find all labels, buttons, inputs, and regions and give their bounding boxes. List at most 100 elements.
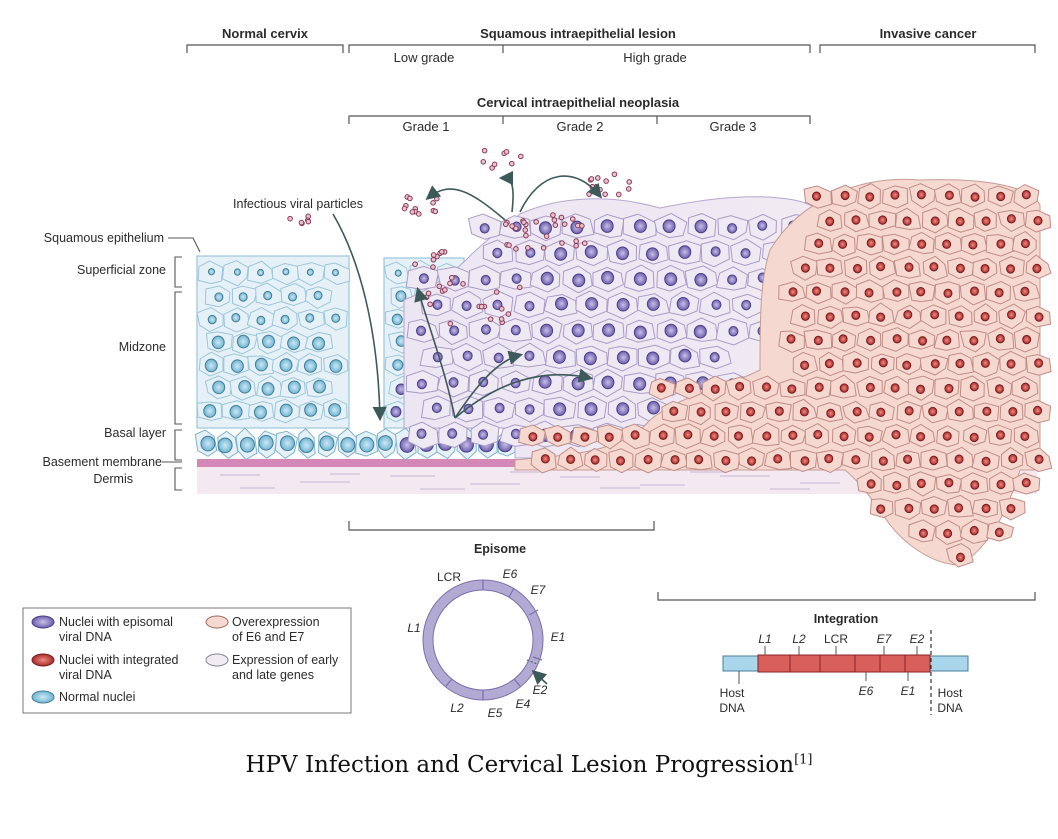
cancer-nucleus: [892, 334, 902, 344]
cancer-nucleus: [929, 262, 939, 272]
lesion-nucleus: [664, 323, 678, 338]
cancer-nucleus: [1006, 359, 1016, 369]
integration-l2: L2: [792, 632, 806, 646]
cancer-nucleus: [684, 383, 694, 394]
normal-nucleus: [214, 292, 224, 302]
cancer-nucleus: [643, 454, 653, 465]
cancer-nucleus: [866, 479, 876, 489]
cancer-nucleus: [930, 309, 940, 320]
normal-nucleus: [306, 268, 314, 276]
lesion-nucleus: [416, 325, 427, 337]
normal-nucleus: [390, 406, 402, 418]
lesion-nucleus: [461, 300, 472, 312]
cancer-nucleus: [851, 215, 861, 225]
cancer-nucleus: [876, 261, 886, 272]
integration-e1: E1: [901, 684, 916, 698]
cancer-nucleus: [902, 360, 912, 371]
viral-particle: [442, 287, 448, 293]
legend-integrated-2: viral DNA: [59, 668, 112, 682]
lesion-nucleus: [585, 297, 599, 311]
stage-brackets: [186, 44, 1036, 124]
integration-lcr: LCR: [824, 632, 848, 646]
legend: [22, 607, 352, 714]
viral-particle: [518, 153, 524, 160]
cancer-nucleus: [878, 215, 888, 225]
cancer-nucleus: [1007, 310, 1017, 320]
viral-particle: [509, 223, 515, 229]
cancer-nucleus: [840, 287, 850, 297]
viral-particle: [625, 186, 632, 192]
lesion-nucleus: [711, 299, 722, 310]
cancer-nucleus: [944, 190, 954, 201]
cancer-nucleus: [904, 262, 914, 272]
viral-particle: [581, 240, 588, 246]
normal-nucleus: [238, 379, 252, 394]
lesion-nucleus: [552, 350, 566, 364]
cancer-nucleus: [995, 430, 1005, 440]
cancer-nucleus: [969, 336, 979, 346]
viral-particle: [409, 209, 416, 215]
viral-particle: [573, 238, 579, 244]
cancer-nucleus: [580, 432, 590, 442]
lesion-nucleus: [583, 351, 597, 366]
cancer-nucleus: [892, 287, 902, 297]
cancer-nucleus: [852, 358, 862, 368]
cancer-nucleus: [878, 357, 888, 368]
integration-e6: E6: [859, 684, 874, 698]
integration-l1: L1: [758, 632, 771, 646]
cancer-nucleus: [903, 310, 913, 320]
cancer-nucleus: [904, 406, 914, 416]
viral-particle: [430, 252, 437, 258]
cin-grade1-label: Grade 1: [403, 119, 450, 134]
viral-particle: [579, 223, 585, 229]
lesion-nucleus: [478, 429, 489, 440]
cancer-nucleus: [916, 286, 926, 297]
normal-nucleus: [203, 404, 217, 418]
cancer-nucleus: [813, 429, 823, 440]
low-grade-label: Low grade: [394, 50, 455, 65]
lesion-nucleus: [740, 248, 751, 259]
viral-particle: [430, 264, 436, 270]
cancer-nucleus: [943, 528, 953, 539]
host-dna-right-2: DNA: [937, 701, 962, 715]
cancer-nucleus: [968, 240, 978, 250]
episome-l2: L2: [450, 701, 464, 715]
cancer-nucleus: [980, 358, 990, 368]
cancer-nucleus: [656, 383, 666, 393]
cancer-nucleus: [839, 431, 849, 442]
cancer-nucleus: [1008, 453, 1018, 464]
lesion-nucleus: [694, 273, 708, 287]
lesion-nucleus: [462, 350, 473, 362]
normal-nucleus: [262, 334, 276, 349]
cancer-nucleus: [930, 216, 940, 226]
integration-bracket: [657, 592, 1036, 601]
basal-nucleus: [298, 437, 314, 454]
cancer-nucleus: [890, 239, 900, 249]
cancer-nucleus: [996, 239, 1006, 249]
lesion-nucleus: [538, 375, 552, 389]
cancer-nucleus: [918, 528, 928, 539]
cancer-nucleus: [1020, 382, 1030, 392]
cancer-nucleus: [838, 239, 848, 249]
viral-particle: [611, 171, 618, 178]
cancer-nucleus: [734, 431, 744, 441]
viral-particle: [602, 191, 608, 198]
viral-particle: [588, 176, 595, 182]
lesion-nucleus: [616, 246, 630, 261]
integration-title: Integration: [814, 612, 879, 626]
cancer-nucleus: [721, 406, 731, 417]
cancer-nucleus: [1033, 405, 1043, 416]
normal-nucleus: [392, 359, 404, 371]
cancer-nucleus: [916, 384, 926, 395]
episome-e5: E5: [488, 706, 503, 720]
basal-nucleus: [258, 434, 274, 451]
legend-overexpression-1: Overexpression: [232, 615, 320, 629]
normal-nucleus: [331, 313, 341, 323]
lesion-nucleus: [678, 348, 692, 363]
normal-nucleus: [238, 292, 248, 302]
lesion-nucleus: [693, 324, 707, 339]
normal-nucleus: [312, 379, 326, 394]
cancer-nucleus: [866, 238, 876, 248]
lesion-nucleus: [646, 297, 660, 311]
cancer-nucleus: [566, 454, 576, 464]
